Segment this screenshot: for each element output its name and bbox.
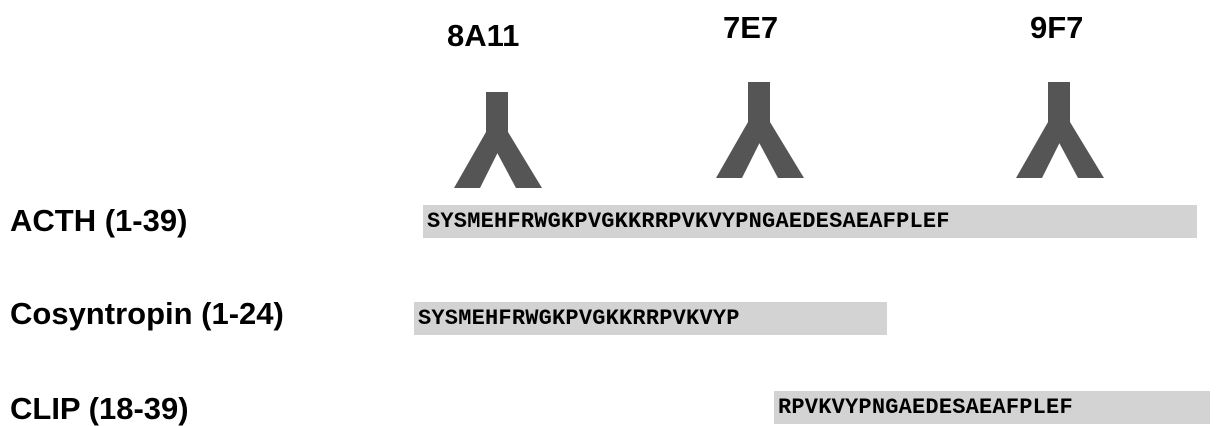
sequence-acth: SYSMEHFRWGKPVGKKRRPVKVYPNGAEDESAEAFPLEF bbox=[423, 205, 1197, 238]
peptide-label-clip: CLIP (18-39) bbox=[10, 391, 189, 426]
antibody-label-7e7: 7E7 bbox=[723, 10, 779, 45]
antibody-y-icon bbox=[454, 92, 542, 188]
antibody-label-8a11: 8A11 bbox=[447, 18, 520, 53]
sequence-cosyntropin: SYSMEHFRWGKPVGKKRRPVKVYP bbox=[414, 302, 887, 335]
antibody-label-9f7: 9F7 bbox=[1030, 10, 1084, 45]
antibody-y-icon bbox=[716, 82, 804, 178]
peptide-label-cosyntropin: Cosyntropin (1-24) bbox=[10, 296, 284, 331]
sequence-clip: RPVKVYPNGAEDESAEAFPLEF bbox=[774, 391, 1210, 424]
antibody-y-icon bbox=[1016, 82, 1104, 178]
peptide-label-acth: ACTH (1-39) bbox=[10, 203, 188, 238]
